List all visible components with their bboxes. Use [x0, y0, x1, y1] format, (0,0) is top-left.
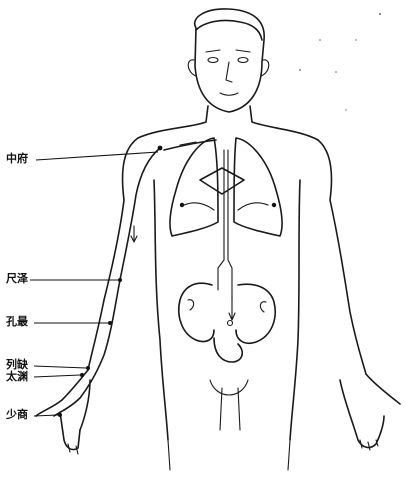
label-kongzui: 孔最 — [6, 316, 28, 328]
left-hand — [36, 370, 90, 454]
label-taiyuan: 太渊 — [6, 371, 28, 383]
torso-outline — [88, 106, 366, 470]
label-chize: 尺泽 — [6, 273, 28, 285]
label-zhongfu: 中府 — [6, 153, 28, 165]
label-shaoshang: 少商 — [6, 409, 28, 421]
scan-noise — [299, 13, 381, 111]
intestines — [179, 283, 275, 362]
head — [188, 9, 269, 112]
right-hand — [340, 374, 400, 450]
lungs — [170, 138, 282, 300]
zhongfu-leader — [36, 152, 158, 160]
lieque-leader — [34, 366, 86, 368]
taiyuan-leader — [34, 375, 80, 377]
